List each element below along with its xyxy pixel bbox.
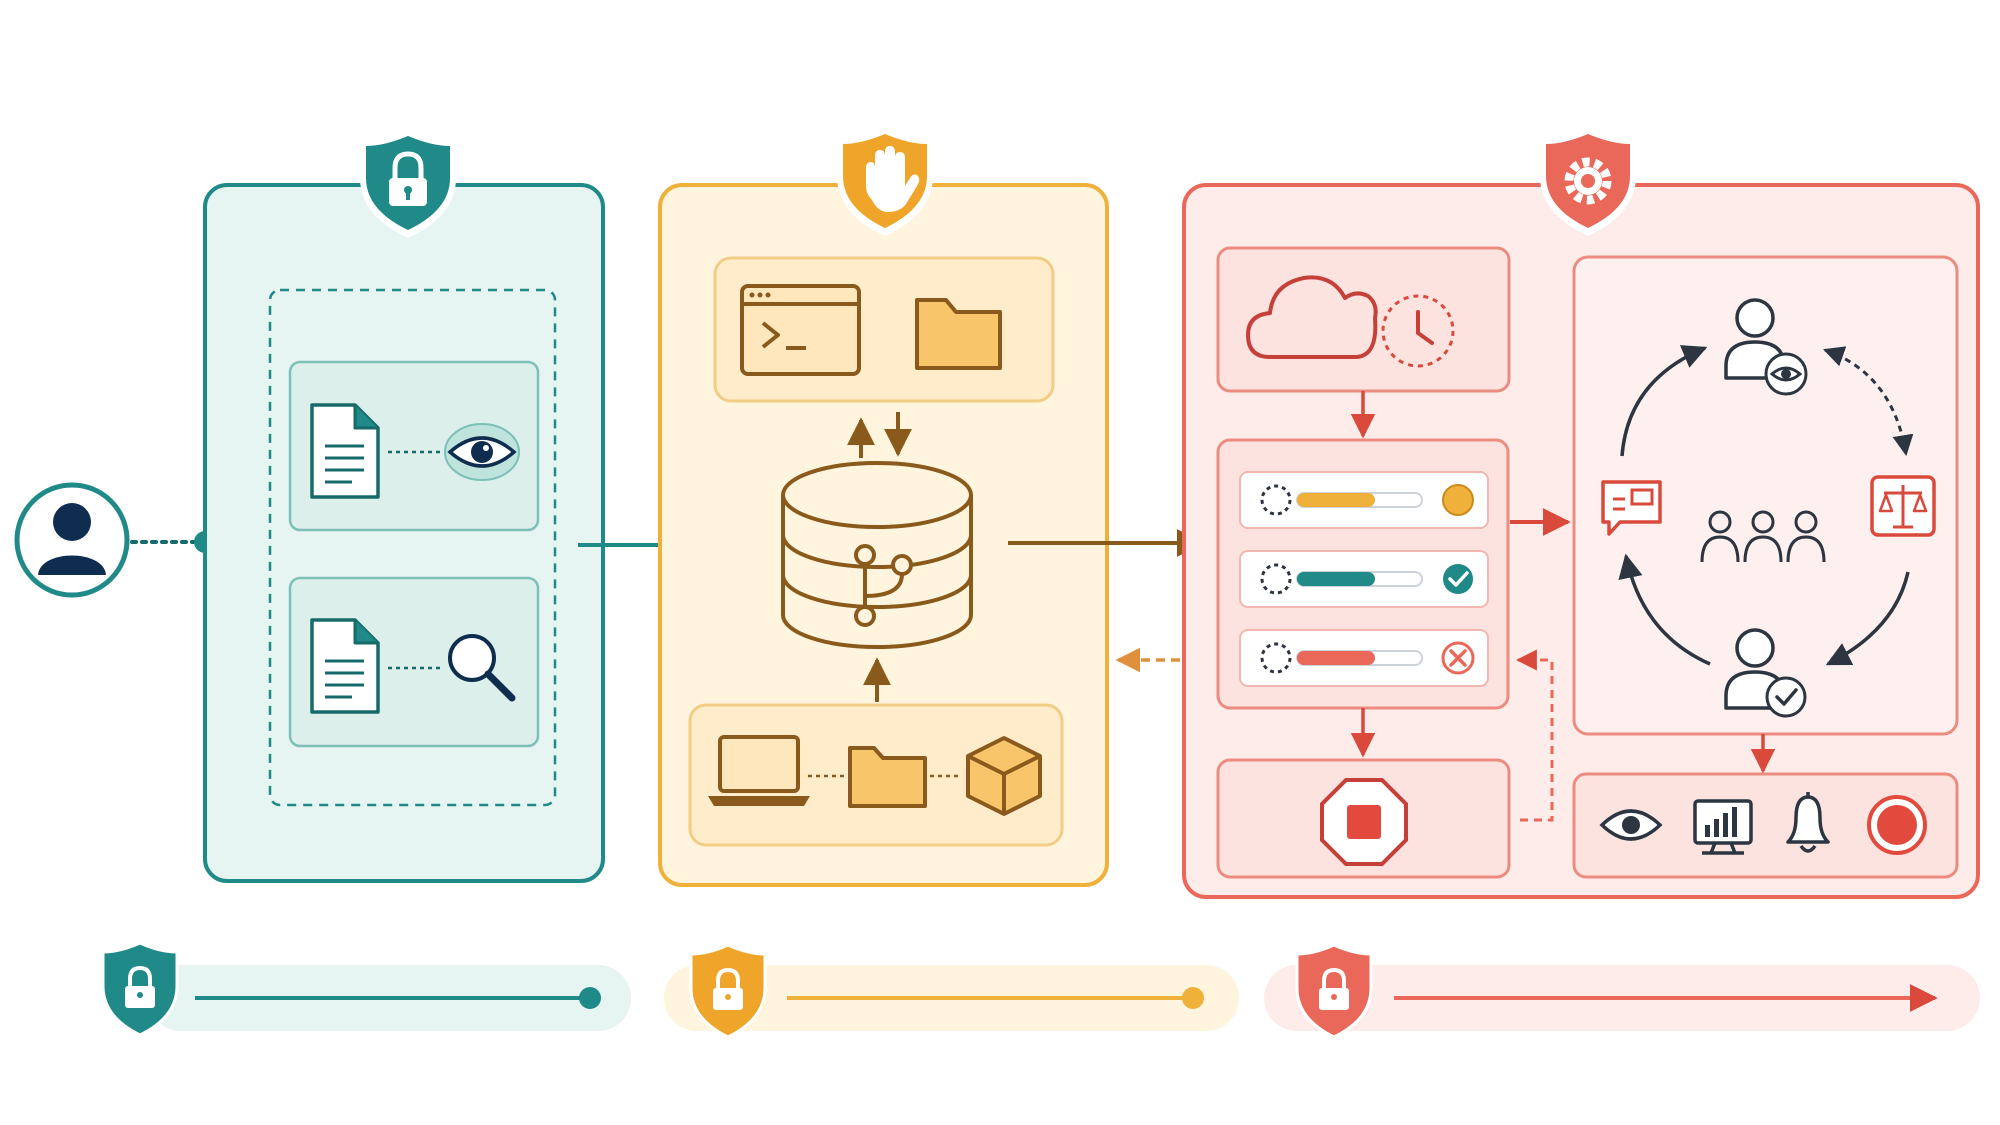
tools-to-db-arrows: [847, 412, 912, 458]
team-icon: [1700, 510, 1826, 563]
timeline-shield-access: [101, 941, 179, 1037]
reviewer-eye-icon: [1724, 298, 1808, 396]
lock-icon: [1319, 967, 1349, 1010]
shield-badge-monitoring: [1540, 126, 1636, 236]
eye-icon: [1599, 809, 1663, 841]
folder-icon: [915, 298, 1002, 370]
access-item-read: [288, 360, 540, 532]
access-panel: [203, 128, 605, 883]
monitoring-panel: [1182, 126, 1980, 899]
eye-icon: [444, 423, 520, 481]
database-branch-icon: [781, 461, 973, 649]
lock-icon: [713, 967, 743, 1010]
stop-box: [1216, 758, 1511, 879]
loading-icon: [1260, 642, 1292, 674]
timeline-shield-monitoring: [1295, 943, 1373, 1039]
dot-icon: [1442, 484, 1474, 516]
execution-tools-box: [713, 256, 1055, 403]
status-row-failed: [1239, 629, 1489, 687]
cycle-arrow-down-left: [1618, 553, 1711, 666]
x-icon: [1441, 641, 1475, 675]
bell-icon: [1786, 792, 1830, 853]
gear-icon: [1564, 157, 1612, 205]
observe-box: [1572, 772, 1959, 879]
shield-badge-access: [360, 128, 456, 238]
terminal-icon: [740, 284, 861, 376]
timeline-monitoring: [1264, 943, 1980, 1039]
user-avatar-icon: [14, 482, 130, 598]
package-icon: [966, 736, 1042, 816]
document-icon: [310, 403, 380, 499]
hand-stop-icon: [866, 146, 920, 212]
cloud-icon: [1246, 275, 1378, 359]
clock-icon: [1381, 294, 1455, 368]
document-icon: [310, 618, 380, 714]
cycle-arrow-dashed: [1823, 346, 1914, 457]
stop-sign-icon: [1320, 778, 1408, 866]
timeline-access: [101, 941, 631, 1037]
scales-icon: [1870, 475, 1936, 537]
comment-icon: [1601, 480, 1662, 536]
status-row-passed: [1239, 550, 1489, 608]
progress-fill: [1297, 493, 1375, 507]
laptop-icon: [708, 735, 810, 806]
lock-icon: [125, 965, 155, 1008]
folder-icon: [848, 746, 927, 808]
cycle-arrow-up: [1620, 345, 1708, 457]
timeline-execution: [664, 943, 1239, 1039]
execution-env-box: [688, 703, 1064, 847]
timeline-shield-execution: [689, 943, 767, 1039]
cycle-arrow-down-right: [1825, 571, 1910, 666]
shield-badge-execution: [837, 126, 933, 236]
checks-box: [1216, 438, 1510, 710]
stop-to-checks-feedback: [1515, 649, 1554, 822]
magnifier-icon: [448, 634, 516, 702]
approver-check-icon: [1724, 628, 1807, 718]
progress-fill: [1297, 572, 1375, 586]
loading-icon: [1260, 563, 1292, 595]
dashboard-icon: [1693, 799, 1753, 855]
schedule-box: [1216, 246, 1511, 393]
status-row-pending: [1239, 471, 1489, 529]
lock-icon: [389, 151, 427, 206]
check-icon: [1443, 564, 1473, 594]
execution-panel: [658, 126, 1109, 887]
record-icon: [1867, 795, 1927, 855]
progress-fill: [1297, 651, 1375, 665]
review-cycle-box: [1572, 255, 1959, 736]
loading-icon: [1260, 484, 1292, 516]
access-item-search: [288, 576, 540, 748]
